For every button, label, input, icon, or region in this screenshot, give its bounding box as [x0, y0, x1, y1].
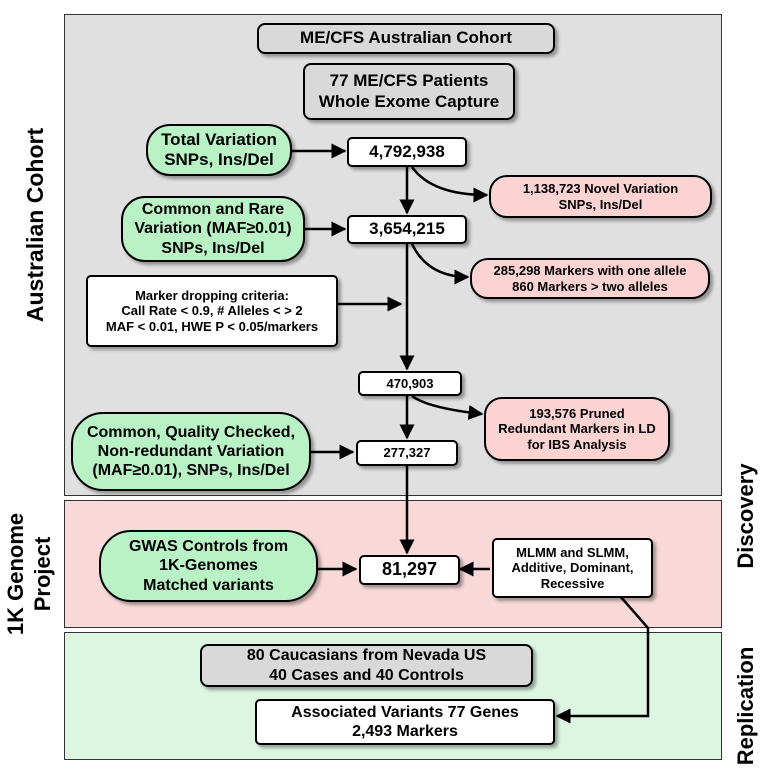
total-variation-box: Total Variation SNPs, Ins/Del [146, 124, 292, 176]
arrow-to-novel [410, 166, 489, 203]
models-box: MLMM and SLMM, Additive, Dominant, Reces… [492, 538, 653, 598]
models-line1: MLMM and SLMM, [516, 544, 629, 560]
patients-line2: Whole Exome Capture [318, 91, 500, 111]
cohort-title-box: ME/CFS Australian Cohort [257, 23, 555, 54]
common-rare-line1: Common and Rare [141, 201, 285, 219]
common-rare-box: Common and Rare Variation (MAF≥0.01) SNP… [121, 196, 305, 262]
nevada-cohort-line2: 40 Cases and 40 Controls [269, 666, 464, 684]
arrow-models-to-associated [555, 595, 650, 724]
patients-line1: 77 ME/CFS Patients [329, 71, 489, 91]
count-filtered-text: 470,903 [386, 375, 434, 391]
allele-markers-line2: 860 Markers > two alleles [512, 278, 668, 294]
count-total-box: 4,792,938 [347, 137, 467, 167]
dropping-criteria-box: Marker dropping criteria: Call Rate < 0.… [86, 275, 338, 347]
patients-box: 77 ME/CFS Patients Whole Exome Capture [303, 63, 515, 120]
pruned-markers-box: 193,576 Pruned Redundant Markers in LD f… [484, 397, 670, 461]
quality-checked-line3: (MAF≥0.01), SNPs, Ins/Del [92, 462, 290, 480]
novel-variation-line2: SNPs, Ins/Del [558, 196, 643, 212]
models-line3: Recessive [540, 575, 605, 591]
gwas-controls-line3: Matched variants [143, 576, 274, 594]
pruned-markers-line2: Redundant Markers in LD [498, 421, 656, 437]
dropping-criteria-line2: Call Rate < 0.9, # Alleles < > 2 [121, 303, 303, 319]
dropping-criteria-line1: Marker dropping criteria: [135, 287, 289, 303]
genome-project-line2: Project [30, 536, 55, 612]
count-pruned-box: 277,327 [356, 440, 458, 466]
associated-variants-line1: Associated Variants 77 Genes [291, 703, 519, 721]
total-variation-line1: Total Variation [161, 129, 277, 149]
novel-variation-box: 1,138,723 Novel Variation SNPs, Ins/Del [489, 175, 712, 218]
side-label-australian-cohort: Australian Cohort [22, 127, 48, 323]
pruned-markers-line1: 193,576 Pruned [529, 405, 625, 421]
pruned-markers-line3: for IBS Analysis [527, 436, 627, 452]
count-gwas-text: 81,297 [381, 559, 438, 580]
allele-markers-line1: 285,298 Markers with one allele [493, 262, 687, 278]
count-common-rare-text: 3,654,215 [369, 219, 445, 239]
nevada-cohort-line1: 80 Caucasians from Nevada US [246, 647, 487, 665]
allele-markers-box: 285,298 Markers with one allele 860 Mark… [470, 258, 710, 299]
count-common-rare-box: 3,654,215 [347, 215, 467, 244]
gwas-controls-box: GWAS Controls from 1K-Genomes Matched va… [99, 530, 318, 602]
models-line2: Additive, Dominant, [511, 560, 634, 576]
quality-checked-line2: Non-redundant Variation [97, 442, 285, 460]
novel-variation-line1: 1,138,723 Novel Variation [522, 180, 679, 196]
side-label-replication: Replication [733, 646, 758, 766]
quality-checked-box: Common, Quality Checked, Non-redundant V… [71, 412, 311, 491]
count-filtered-box: 470,903 [358, 371, 462, 396]
cohort-title-text: ME/CFS Australian Cohort [300, 28, 512, 48]
associated-variants-line2: 2,493 Markers [352, 723, 458, 740]
count-pruned-text: 277,327 [383, 445, 431, 461]
arrow-to-allele [410, 243, 470, 285]
side-label-discovery: Discovery [733, 463, 758, 569]
common-rare-line3: SNPs, Ins/Del [161, 239, 265, 257]
count-gwas-box: 81,297 [359, 555, 460, 585]
common-rare-line2: Variation (MAF≥0.01) [134, 220, 292, 238]
total-variation-line2: SNPs, Ins/Del [164, 150, 274, 169]
genome-project-line1: 1K Genome [3, 512, 28, 636]
count-total-text: 4,792,938 [369, 141, 445, 161]
gwas-controls-line1: GWAS Controls from [128, 538, 289, 556]
dropping-criteria-line3: MAF < 0.01, HWE P < 0.05/markers [105, 318, 319, 334]
side-label-genome-project: 1K Genome Project [2, 504, 58, 644]
nevada-cohort-box: 80 Caucasians from Nevada US 40 Cases an… [200, 644, 533, 687]
quality-checked-line1: Common, Quality Checked, [86, 423, 296, 441]
gwas-controls-line2: 1K-Genomes [159, 557, 258, 575]
arrow-to-pruned-ld [411, 394, 484, 420]
associated-variants-box: Associated Variants 77 Genes 2,493 Marke… [255, 699, 555, 745]
